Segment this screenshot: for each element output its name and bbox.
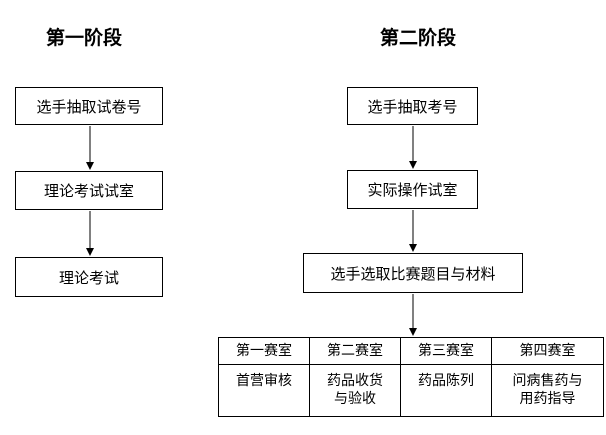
- stage2-step-practical-exam-room: 实际操作试室: [347, 170, 478, 209]
- room-task-line: 与验收: [334, 391, 376, 407]
- room-task-line: 药品收货: [327, 373, 383, 389]
- room-task: 首营审核: [218, 364, 310, 417]
- room-task-line: 问病售药与: [512, 373, 583, 389]
- room-task: 问病售药与 用药指导: [491, 364, 604, 417]
- room-header: 第四赛室: [491, 337, 604, 365]
- stage1-step-theory-exam: 理论考试: [15, 257, 163, 297]
- stage1-step-draw-paper-number: 选手抽取试卷号: [15, 87, 163, 125]
- room-task: 药品收货 与验收: [309, 364, 401, 417]
- room-task-line: 首营审核: [236, 373, 292, 389]
- room-task-line: 用药指导: [519, 391, 576, 407]
- stage2-title: 第二阶段: [380, 27, 457, 49]
- stage2-step-select-topic-and-materials: 选手选取比赛题目与材料: [303, 253, 523, 293]
- stage1-step-theory-exam-room: 理论考试试室: [15, 171, 163, 210]
- room-header: 第三赛室: [400, 337, 492, 365]
- room-task: 药品陈列: [400, 364, 492, 417]
- room-header: 第二赛室: [309, 337, 401, 365]
- competition-rooms-table: 第一赛室 第二赛室 第三赛室 第四赛室 首营审核 药品收货 与验收 药品陈列 问…: [218, 337, 604, 417]
- room-header: 第一赛室: [218, 337, 310, 365]
- room-task-line: 药品陈列: [418, 373, 474, 389]
- stage2-step-draw-exam-number: 选手抽取考号: [347, 87, 478, 125]
- stage1-title: 第一阶段: [46, 27, 123, 49]
